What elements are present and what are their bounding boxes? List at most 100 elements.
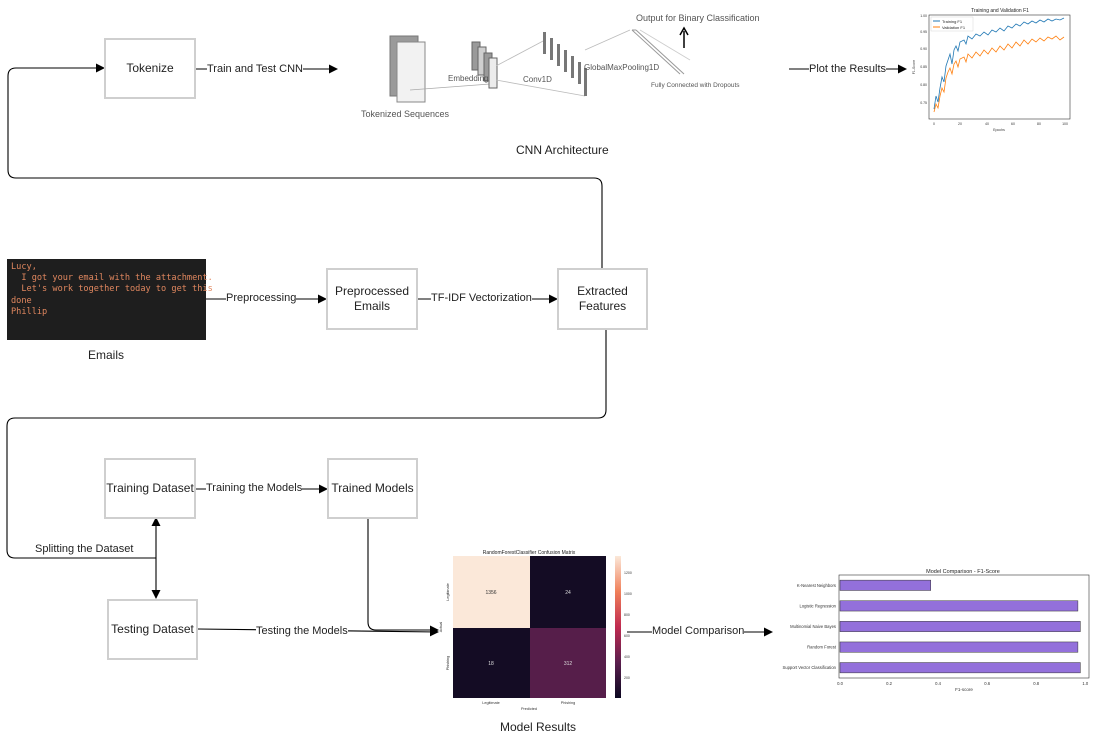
cnn-conv-label: Conv1D [523,75,552,84]
edge-label-model-comparison: Model Comparison [652,625,745,638]
cmp-xtick: 0.8 [1033,681,1039,686]
cm-cell-br [530,628,606,698]
cm-value-tl: 1356 [485,590,496,596]
training-dataset-label: Training Dataset [106,481,194,495]
cnn-pooling-label: GlobalMaxPooling1D [584,63,660,72]
f1-ytick: 0.95 [920,30,927,34]
cmp-bar [839,600,1079,612]
model-comparison-chart: Model Comparison - F1-Score K-Nearest Ne… [782,569,1090,692]
f1-plot-title: Training and Validation F1 [971,8,1029,14]
tokenize-label: Tokenize [126,61,174,75]
cm-cell-bl [453,628,530,698]
cnn-output-label: Output for Binary Classification [636,13,760,23]
cmp-xtick: 0.4 [935,681,941,686]
emails-caption: Emails [88,348,125,362]
cmp-category-label: Multinomial Naive Bayes [790,624,836,629]
email-line: I got your email with the attachment. [11,273,213,284]
cm-xtick: Phishing [561,701,576,705]
f1-ytick: 0.90 [920,47,927,51]
f1-ytick: 1.00 [920,14,927,18]
cm-ytick: Phishing [446,656,450,671]
f1-xtick: 0 [933,122,935,126]
cm-colorbar-tick: 800 [624,613,630,617]
cmp-category-label: Logistic Regression [799,603,836,608]
cmp-xtick: 0.0 [837,681,843,686]
cmp-xlabel: F1-score [955,687,973,692]
f1-training-line [933,17,1065,110]
cm-value-bl: 18 [488,661,494,667]
cmp-xtick: 0.6 [984,681,990,686]
f1-xtick: 60 [1011,122,1015,126]
f1-legend-training: Training F1 [942,19,963,24]
edge-label-preprocessing: Preprocessing [226,292,297,305]
f1-ytick: 0.80 [920,83,927,87]
email-line: done [11,295,32,306]
testing-dataset-box[interactable]: Testing Dataset [107,599,198,660]
f1-ytick: 0.75 [920,101,927,105]
cmp-bar [839,579,931,591]
cm-xlabel: Predicted [521,707,537,711]
cm-colorbar-tick: 600 [624,634,630,638]
cm-xtick: Legitimate [482,701,500,705]
f1-ytick: 0.85 [920,65,927,69]
confusion-matrix-heatmap: RandomForestClassifier Confusion Matrix … [439,550,632,711]
cmp-bar [839,641,1079,653]
cnn-architecture-diagram [389,26,691,103]
cmp-category-label: K-Nearest Neighbors [797,583,836,588]
email-line: Let's work together today to get this [11,284,213,295]
cm-cell-tr [530,556,606,628]
cm-colorbar [615,556,621,698]
training-dataset-box[interactable]: Training Dataset [104,458,196,519]
preprocessed-emails-label: Preprocessed Emails [334,284,410,313]
cnn-tokenized-label: Tokenized Sequences [361,109,450,119]
extracted-features-label: Extracted Features [577,284,628,313]
f1-validation-line [933,35,1065,113]
f1-xlabel: Epochs [993,128,1005,132]
edge-trained-to-results [367,519,439,635]
cm-value-br: 312 [564,661,573,667]
cm-cell-tl [453,556,530,628]
edge-features-to-tokenize [7,63,603,268]
trained-models-label: Trained Models [331,481,414,495]
f1-xtick: 40 [985,122,989,126]
cm-colorbar-tick: 1000 [624,592,632,596]
edge-label-tfidf: TF-IDF Vectorization [431,292,532,305]
email-line: Phillip [11,306,48,317]
model-results-caption: Model Results [500,720,577,734]
cm-colorbar-tick: 1200 [624,571,632,575]
cmp-bar [839,621,1081,632]
f1-curve-plot: Training and Validation F1 Training F1 V… [912,8,1071,132]
edge-splitting [6,330,607,559]
trained-models-box[interactable]: Trained Models [327,458,418,519]
edge-label-plot-results: Plot the Results [809,63,887,76]
f1-xtick: 80 [1037,122,1041,126]
extracted-features-box[interactable]: Extracted Features [557,268,648,330]
cm-title: RandomForestClassifier Confusion Matrix [483,550,576,556]
cm-ytick: Legitimate [446,583,450,601]
cmp-category-label: Support Vector Classification [782,665,836,670]
cmp-xtick: 1.0 [1082,681,1088,686]
edge-label-splitting: Splitting the Dataset [35,543,134,555]
cnn-embedding-label: Embedding [448,74,489,83]
cm-colorbar-tick: 400 [624,655,630,659]
cm-ylabel: Actual [439,622,443,633]
f1-ylabel: F1-Score [912,60,916,74]
cm-colorbar-tick: 200 [624,676,630,680]
cmp-category-label: Random Forest [807,645,837,650]
f1-legend: Training F1 Validation F1 [930,16,974,32]
cmp-title: Model Comparison - F1-Score [926,569,1000,575]
f1-xtick: 20 [958,122,962,126]
cm-value-tr: 24 [565,590,571,596]
edge-label-testing-models: Testing the Models [256,625,348,638]
cnn-dense-label: Fully Connected with Dropouts [651,82,740,89]
tokenize-box[interactable]: Tokenize [104,38,196,99]
f1-xtick: 100 [1062,122,1068,126]
cnn-architecture-caption: CNN Architecture [516,143,609,157]
cmp-bar [839,662,1081,674]
edge-label-training-models: Training the Models [206,482,303,495]
preprocessed-emails-box[interactable]: Preprocessed Emails [326,268,418,330]
email-line: Lucy, [11,262,37,272]
f1-legend-validation: Validation F1 [942,25,966,30]
cmp-xtick: 0.2 [886,681,892,686]
